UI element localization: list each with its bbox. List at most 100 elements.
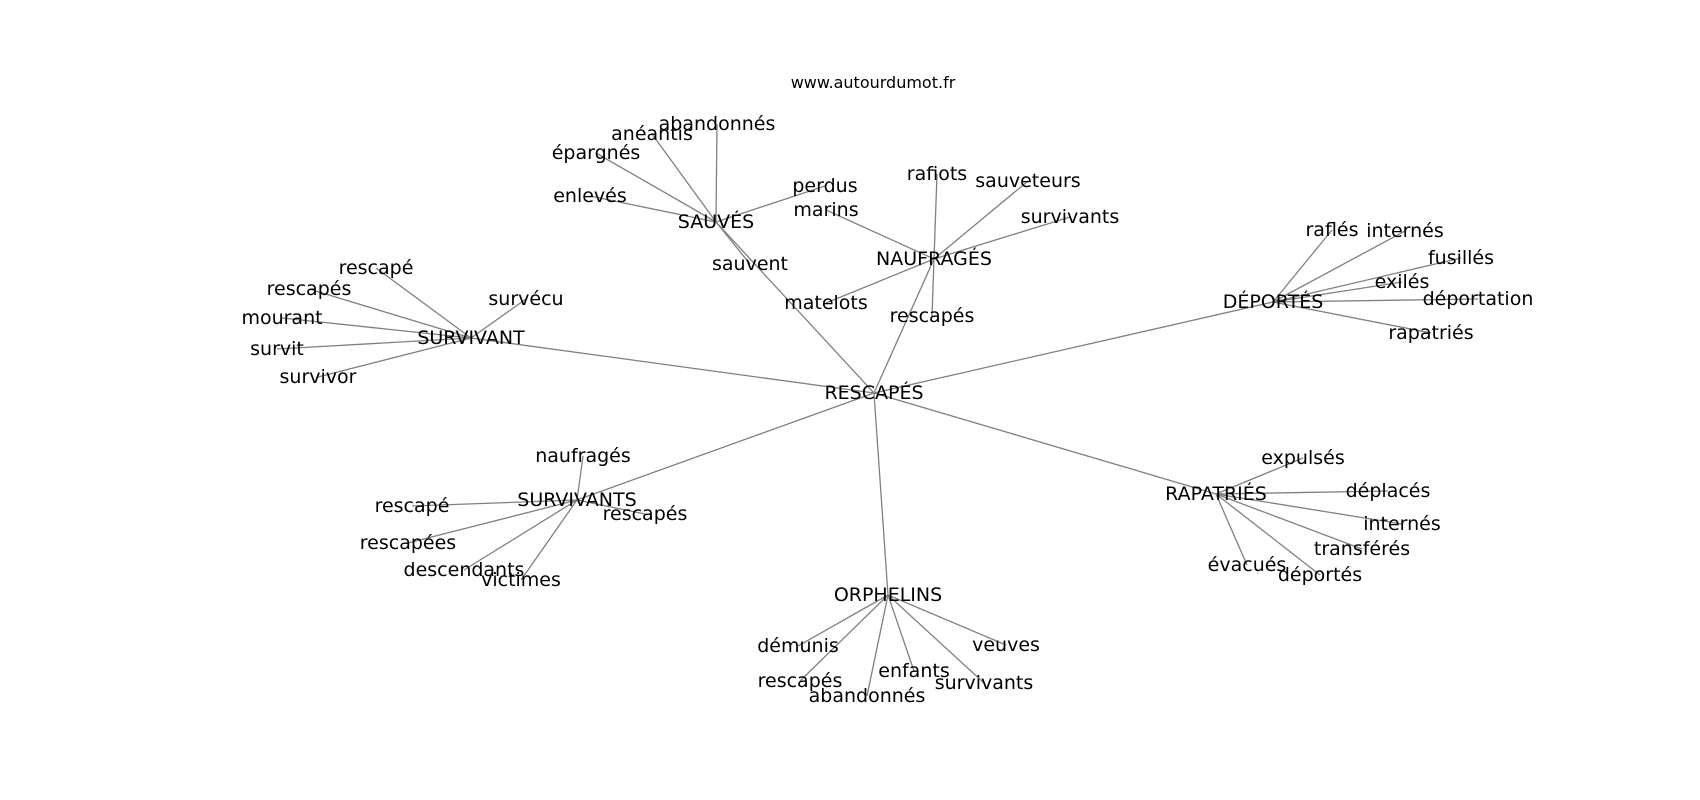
leaf-word-naufrages[interactable]: survivants bbox=[1021, 206, 1120, 228]
edge-center-sauves bbox=[715, 221, 875, 394]
leaf-word-sauves[interactable]: anéantis bbox=[611, 123, 693, 145]
leaf-word-survivant[interactable]: survit bbox=[250, 338, 304, 360]
edge-naufrages-word bbox=[825, 209, 935, 260]
edge-naufrages-word bbox=[825, 258, 935, 304]
hub-node-survivant[interactable]: SURVIVANT bbox=[417, 327, 525, 349]
edge-rapatries-word bbox=[1215, 493, 1248, 566]
edge-naufrages-word bbox=[933, 173, 938, 260]
leaf-word-sauves[interactable]: sauvent bbox=[712, 253, 788, 275]
leaf-word-deportes[interactable]: déportation bbox=[1423, 288, 1534, 310]
edge-sauves-word bbox=[715, 185, 826, 223]
edge-naufrages-word bbox=[933, 180, 1029, 260]
edge-sauves-word bbox=[595, 152, 717, 223]
edge-rapatries-word bbox=[1215, 493, 1321, 576]
edge-survivants-word bbox=[407, 499, 578, 544]
leaf-word-survivant[interactable]: rescapés bbox=[267, 278, 352, 300]
edge-rapatries-word bbox=[1215, 490, 1389, 495]
source-label[interactable]: www.autourdumot.fr bbox=[791, 73, 956, 92]
leaf-word-rapatries[interactable]: déplacés bbox=[1346, 480, 1431, 502]
center-node[interactable]: RESCAPÉS bbox=[824, 381, 923, 404]
edge-sauves-word bbox=[715, 123, 718, 223]
leaf-word-orphelins[interactable]: abandonnés bbox=[809, 685, 926, 707]
hub-node-survivants[interactable]: SURVIVANTS bbox=[517, 489, 636, 511]
edge-survivants-word bbox=[520, 499, 578, 581]
edge-deportes-word bbox=[1272, 230, 1406, 303]
edge-center-survivant bbox=[470, 337, 875, 394]
leaf-word-survivant[interactable]: mourant bbox=[241, 307, 322, 329]
leaf-word-naufrages[interactable]: sauveteurs bbox=[975, 170, 1080, 192]
hub-node-sauves[interactable]: SAUVÉS bbox=[678, 210, 754, 233]
leaf-word-orphelins[interactable]: démunis bbox=[757, 635, 839, 657]
hub-node-rapatries[interactable]: RAPATRIÉS bbox=[1165, 482, 1267, 505]
leaf-word-naufrages[interactable]: marins bbox=[793, 199, 858, 221]
leaf-word-rapatries[interactable]: transférés bbox=[1314, 538, 1410, 560]
edge-survivant-word bbox=[308, 288, 472, 339]
leaf-word-rapatries[interactable]: expulsés bbox=[1261, 447, 1344, 469]
leaf-word-deportes[interactable]: raflés bbox=[1305, 219, 1358, 241]
leaf-word-survivants[interactable]: rescapées bbox=[360, 532, 456, 554]
edge-survivants-word bbox=[411, 499, 578, 507]
edge-orphelins-word bbox=[866, 594, 889, 697]
hub-node-naufrages[interactable]: NAUFRAGÉS bbox=[876, 247, 992, 270]
hub-node-deportes[interactable]: DÉPORTÉS bbox=[1223, 290, 1324, 313]
edge-survivant-word bbox=[470, 298, 527, 339]
edge-naufrages-word bbox=[931, 258, 935, 317]
leaf-word-orphelins[interactable]: rescapés bbox=[758, 670, 843, 692]
leaf-word-survivants[interactable]: naufragés bbox=[535, 445, 631, 467]
edge-sauves-word bbox=[589, 195, 717, 223]
edge-sauves-word bbox=[715, 221, 751, 265]
leaf-word-deportes[interactable]: exilés bbox=[1375, 271, 1430, 293]
leaf-word-deportes[interactable]: fusillés bbox=[1428, 247, 1494, 269]
leaf-word-sauves[interactable]: abandonnés bbox=[659, 113, 776, 135]
edge-orphelins-word bbox=[799, 594, 889, 682]
edge-survivants-word bbox=[576, 499, 646, 515]
edge-center-survivants bbox=[576, 392, 875, 501]
edge-survivant-word bbox=[276, 337, 472, 350]
leaf-word-naufrages[interactable]: rafiots bbox=[907, 163, 967, 185]
leaf-word-survivants[interactable]: victimes bbox=[481, 569, 561, 591]
edge-orphelins-word bbox=[887, 594, 985, 684]
hub-node-orphelins[interactable]: ORPHELINS bbox=[834, 584, 942, 606]
leaf-word-rapatries[interactable]: internés bbox=[1363, 513, 1441, 535]
edge-center-orphelins bbox=[873, 392, 889, 596]
leaf-word-survivant[interactable]: survécu bbox=[488, 288, 563, 310]
leaf-word-survivant[interactable]: rescapé bbox=[339, 257, 414, 279]
edge-survivant-word bbox=[281, 317, 472, 339]
leaf-word-orphelins[interactable]: enfants bbox=[878, 660, 949, 682]
leaf-word-naufrages[interactable]: rescapés bbox=[890, 305, 975, 327]
leaf-word-survivant[interactable]: survivor bbox=[280, 366, 357, 388]
edge-survivant-word bbox=[375, 267, 472, 339]
leaf-word-orphelins[interactable]: veuves bbox=[972, 634, 1040, 656]
edge-orphelins-word bbox=[797, 594, 889, 647]
edge-deportes-word bbox=[1272, 281, 1403, 303]
leaf-word-rapatries[interactable]: évacués bbox=[1208, 554, 1287, 576]
leaf-word-deportes[interactable]: rapatriés bbox=[1388, 322, 1473, 344]
edge-center-naufrages bbox=[873, 258, 935, 394]
leaf-word-orphelins[interactable]: survivants bbox=[935, 672, 1034, 694]
leaf-word-survivants[interactable]: descendants bbox=[404, 559, 525, 581]
edge-center-rapatries bbox=[873, 392, 1217, 495]
edges bbox=[276, 123, 1479, 697]
leaf-word-sauves[interactable]: perdus bbox=[792, 175, 857, 197]
leaf-word-sauves[interactable]: épargnés bbox=[552, 142, 641, 164]
edge-center-deportes bbox=[873, 301, 1274, 394]
edge-survivants-word bbox=[576, 455, 584, 501]
leaf-word-deportes[interactable]: internés bbox=[1366, 220, 1444, 242]
edge-survivants-word bbox=[463, 499, 578, 571]
edge-rapatries-word bbox=[1215, 457, 1304, 495]
edge-rapatries-word bbox=[1215, 493, 1363, 550]
edge-survivant-word bbox=[317, 337, 472, 378]
leaf-word-rapatries[interactable]: déportés bbox=[1278, 564, 1362, 586]
edge-deportes-word bbox=[1272, 298, 1479, 303]
labels: RESCAPÉSSAUVÉSabandonnésanéantisépargnés… bbox=[241, 113, 1533, 707]
edge-deportes-word bbox=[1272, 257, 1462, 303]
leaf-word-sauves[interactable]: enlevés bbox=[553, 185, 627, 207]
edge-rapatries-word bbox=[1215, 493, 1403, 525]
edge-sauves-word bbox=[651, 133, 717, 223]
edge-orphelins-word bbox=[887, 594, 915, 672]
leaf-word-survivants[interactable]: rescapé bbox=[375, 495, 450, 517]
leaf-word-naufrages[interactable]: matelots bbox=[784, 292, 868, 314]
edge-deportes-word bbox=[1272, 229, 1333, 303]
leaf-word-survivants[interactable]: rescapés bbox=[603, 503, 688, 525]
